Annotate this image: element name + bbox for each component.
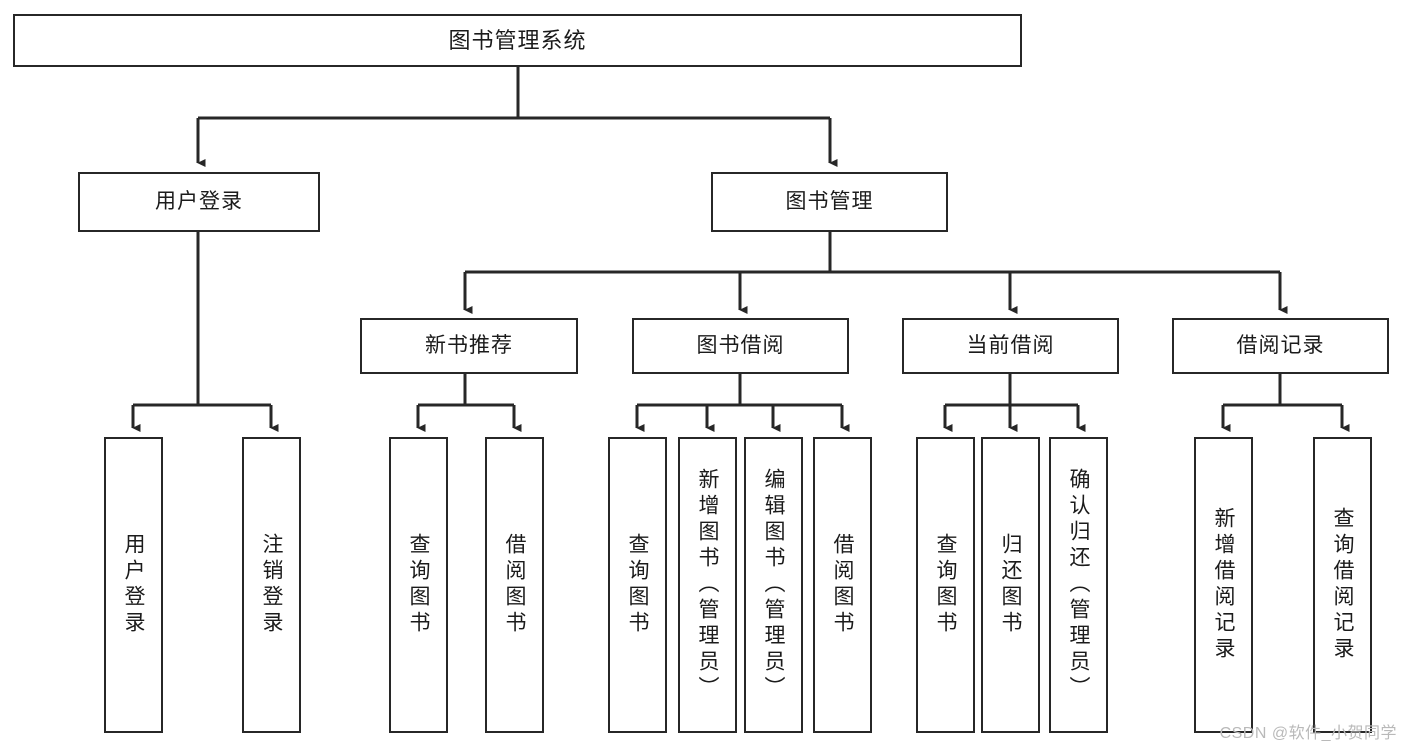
node-label: 新增借阅记录 — [1212, 507, 1235, 663]
node-book-management[interactable]: 图书管理 — [711, 172, 948, 232]
node-label: 图书借阅 — [696, 333, 785, 357]
node-label: 当前借阅 — [966, 333, 1055, 357]
node-label: 新书推荐 — [425, 333, 513, 357]
node-leaf-query-book-recommend[interactable]: 查询图书 — [389, 437, 448, 733]
node-leaf-query-book-current[interactable]: 查询图书 — [916, 437, 975, 733]
node-leaf-user-login[interactable]: 用户登录 — [104, 437, 163, 733]
node-leaf-return-book[interactable]: 归还图书 — [981, 437, 1040, 733]
node-leaf-query-borrow-record[interactable]: 查询借阅记录 — [1313, 437, 1372, 733]
node-label: 借阅图书 — [503, 533, 526, 637]
node-leaf-edit-book-admin[interactable]: 编辑图书（管理员） — [744, 437, 803, 733]
node-label: 查询图书 — [407, 533, 430, 637]
node-label: 查询图书 — [626, 533, 649, 637]
node-new-book-recommend[interactable]: 新书推荐 — [360, 318, 578, 374]
node-label: 借阅图书 — [831, 533, 854, 637]
node-label: 确认归还（管理员） — [1067, 468, 1090, 702]
node-label: 查询借阅记录 — [1331, 507, 1354, 663]
node-leaf-add-book-admin[interactable]: 新增图书（管理员） — [678, 437, 737, 733]
node-leaf-logout[interactable]: 注销登录 — [242, 437, 301, 733]
node-borrow-record[interactable]: 借阅记录 — [1172, 318, 1389, 374]
node-label: 注销登录 — [260, 533, 283, 637]
node-label: 用户登录 — [122, 533, 145, 637]
node-leaf-confirm-return-admin[interactable]: 确认归还（管理员） — [1049, 437, 1108, 733]
node-label: 编辑图书（管理员） — [762, 468, 785, 702]
node-book-borrow[interactable]: 图书借阅 — [632, 318, 849, 374]
node-label: 图书管理 — [785, 189, 874, 213]
node-leaf-borrow-book-recommend[interactable]: 借阅图书 — [485, 437, 544, 733]
node-leaf-borrow-book[interactable]: 借阅图书 — [813, 437, 872, 733]
node-label: 借阅记录 — [1236, 333, 1325, 357]
csdn-watermark: CSDN @软件_小贺同学 — [1219, 725, 1397, 742]
node-label: 查询图书 — [934, 533, 957, 637]
node-leaf-query-book-borrow[interactable]: 查询图书 — [608, 437, 667, 733]
node-label: 图书管理系统 — [448, 27, 587, 53]
node-label: 新增图书（管理员） — [696, 468, 719, 702]
node-leaf-add-borrow-record[interactable]: 新增借阅记录 — [1194, 437, 1253, 733]
node-user-login[interactable]: 用户登录 — [78, 172, 320, 232]
node-label: 归还图书 — [999, 533, 1022, 637]
node-root-book-management-system[interactable]: 图书管理系统 — [13, 14, 1022, 67]
node-current-borrow[interactable]: 当前借阅 — [902, 318, 1119, 374]
node-label: 用户登录 — [155, 189, 243, 213]
